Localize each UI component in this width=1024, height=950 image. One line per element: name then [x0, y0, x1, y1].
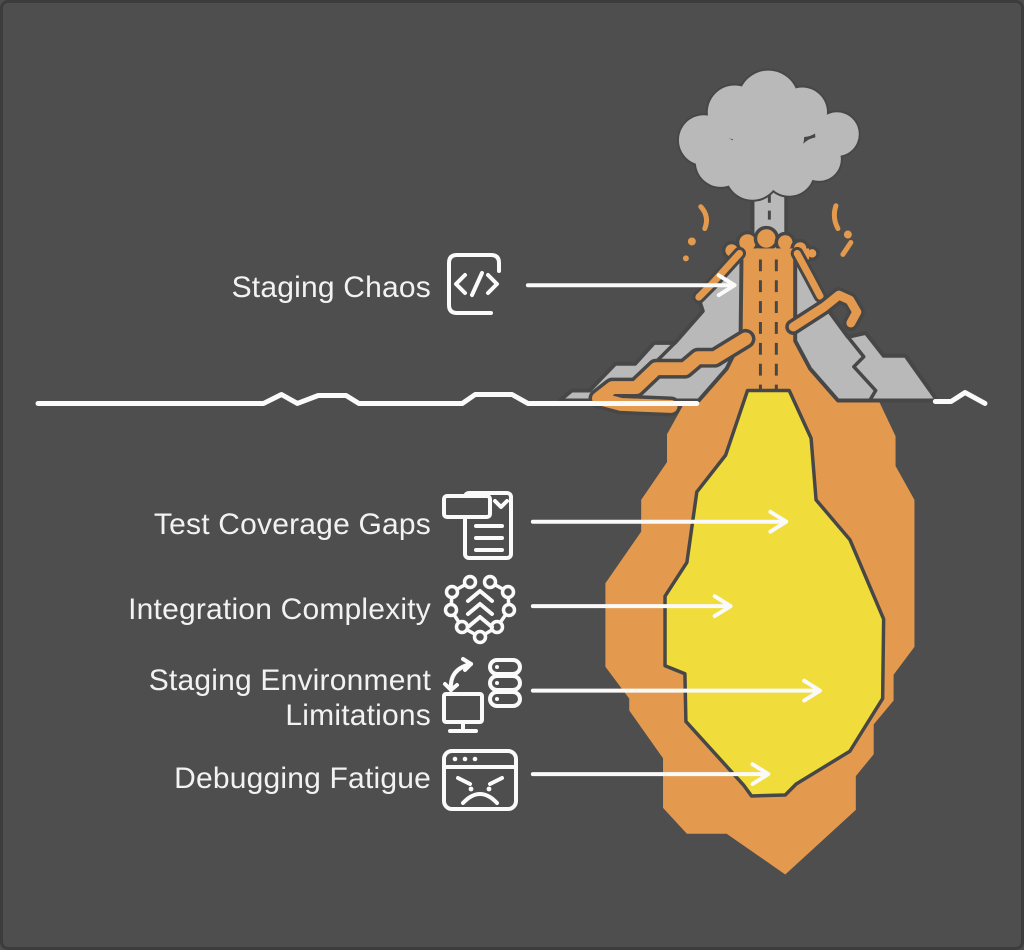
browser-angry-face-icon — [440, 747, 520, 815]
arrow-integration-complexity — [530, 594, 733, 619]
volcano-illustration — [35, 68, 988, 875]
monitor-server-sync-icon — [438, 656, 522, 738]
label-test-coverage-gaps: Test Coverage Gaps — [153, 508, 431, 541]
label-integration-complexity: Integration Complexity — [128, 593, 431, 626]
volcano-conduit — [692, 251, 844, 405]
magma-core — [663, 388, 886, 798]
arrow-test-coverage-gaps — [530, 509, 789, 534]
lava-spurts — [682, 203, 854, 262]
arrow-staging-environment-limitations — [530, 678, 823, 703]
label-debugging-fatigue: Debugging Fatigue — [174, 762, 431, 795]
document-check-icon — [441, 488, 521, 563]
network-nodes-icon — [436, 566, 522, 652]
ground-line — [35, 390, 988, 406]
code-icon — [441, 249, 507, 319]
conduit-dashes — [758, 259, 778, 391]
connector-arrows — [525, 273, 823, 787]
label-staging-environment-limitations: Staging Environment Limitations — [148, 664, 431, 732]
arrow-debugging-fatigue — [530, 762, 771, 787]
arrow-staging-chaos — [525, 273, 737, 298]
label-staging-chaos: Staging Chaos — [231, 271, 431, 304]
ash-cloud — [676, 68, 861, 202]
